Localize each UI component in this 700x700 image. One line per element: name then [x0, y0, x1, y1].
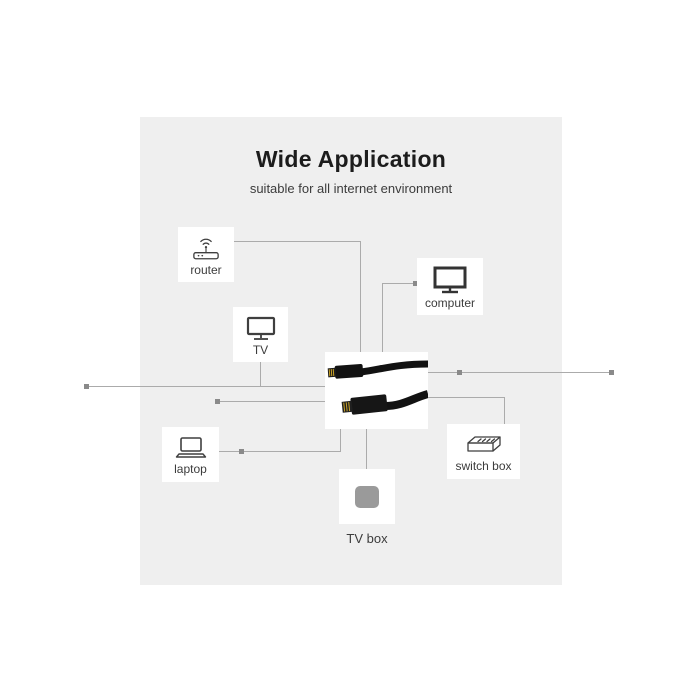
device-laptop: laptop: [162, 427, 219, 482]
device-label: computer: [424, 295, 476, 310]
connector-line-router-h: [233, 241, 361, 242]
line-node-marker: [239, 449, 244, 454]
line-node-marker: [413, 281, 418, 286]
page-subtitle: suitable for all internet environment: [249, 181, 453, 196]
laptop-icon: [175, 436, 206, 458]
device-tv: TV: [233, 307, 288, 362]
device-switchbox: switch box: [447, 424, 520, 479]
device-label: router: [190, 262, 222, 277]
line-node-marker: [609, 370, 614, 375]
line-node-marker: [215, 399, 220, 404]
device-label-tvbox: TV box: [346, 531, 388, 546]
connector-line-router-v: [360, 241, 361, 353]
device-label: laptop: [174, 461, 207, 476]
ethernet-cable-image: [325, 352, 428, 429]
page-title: Wide Application: [255, 146, 447, 172]
router-icon: [193, 238, 219, 259]
switchbox-icon: [466, 435, 501, 452]
computer-icon: [433, 266, 467, 293]
line-node-marker: [84, 384, 89, 389]
device-label: TV: [252, 342, 269, 357]
connector-line-laptop-h: [219, 451, 341, 452]
connector-line-laptop-v: [340, 429, 341, 452]
connector-line-left-short: [217, 401, 326, 402]
connector-line-computer-h: [382, 283, 417, 284]
tv-icon: [246, 316, 275, 340]
connector-line-right-long: [428, 372, 614, 373]
rj45-connectors-graphic: [327, 360, 428, 415]
connector-line-switch-v: [504, 397, 505, 425]
line-node-marker: [457, 370, 462, 375]
connector-line-switch-h: [428, 397, 505, 398]
device-label: switch box: [455, 458, 512, 473]
tvbox-icon: [355, 485, 379, 508]
connector-line-tvbox-v: [366, 429, 367, 469]
device-computer: computer: [417, 258, 483, 315]
connector-line-left-long: [85, 386, 326, 387]
connector-line-tv-v: [260, 362, 261, 386]
connector-line-computer-v: [382, 283, 383, 353]
device-router: router: [178, 227, 234, 282]
device-tvbox: [339, 469, 395, 524]
